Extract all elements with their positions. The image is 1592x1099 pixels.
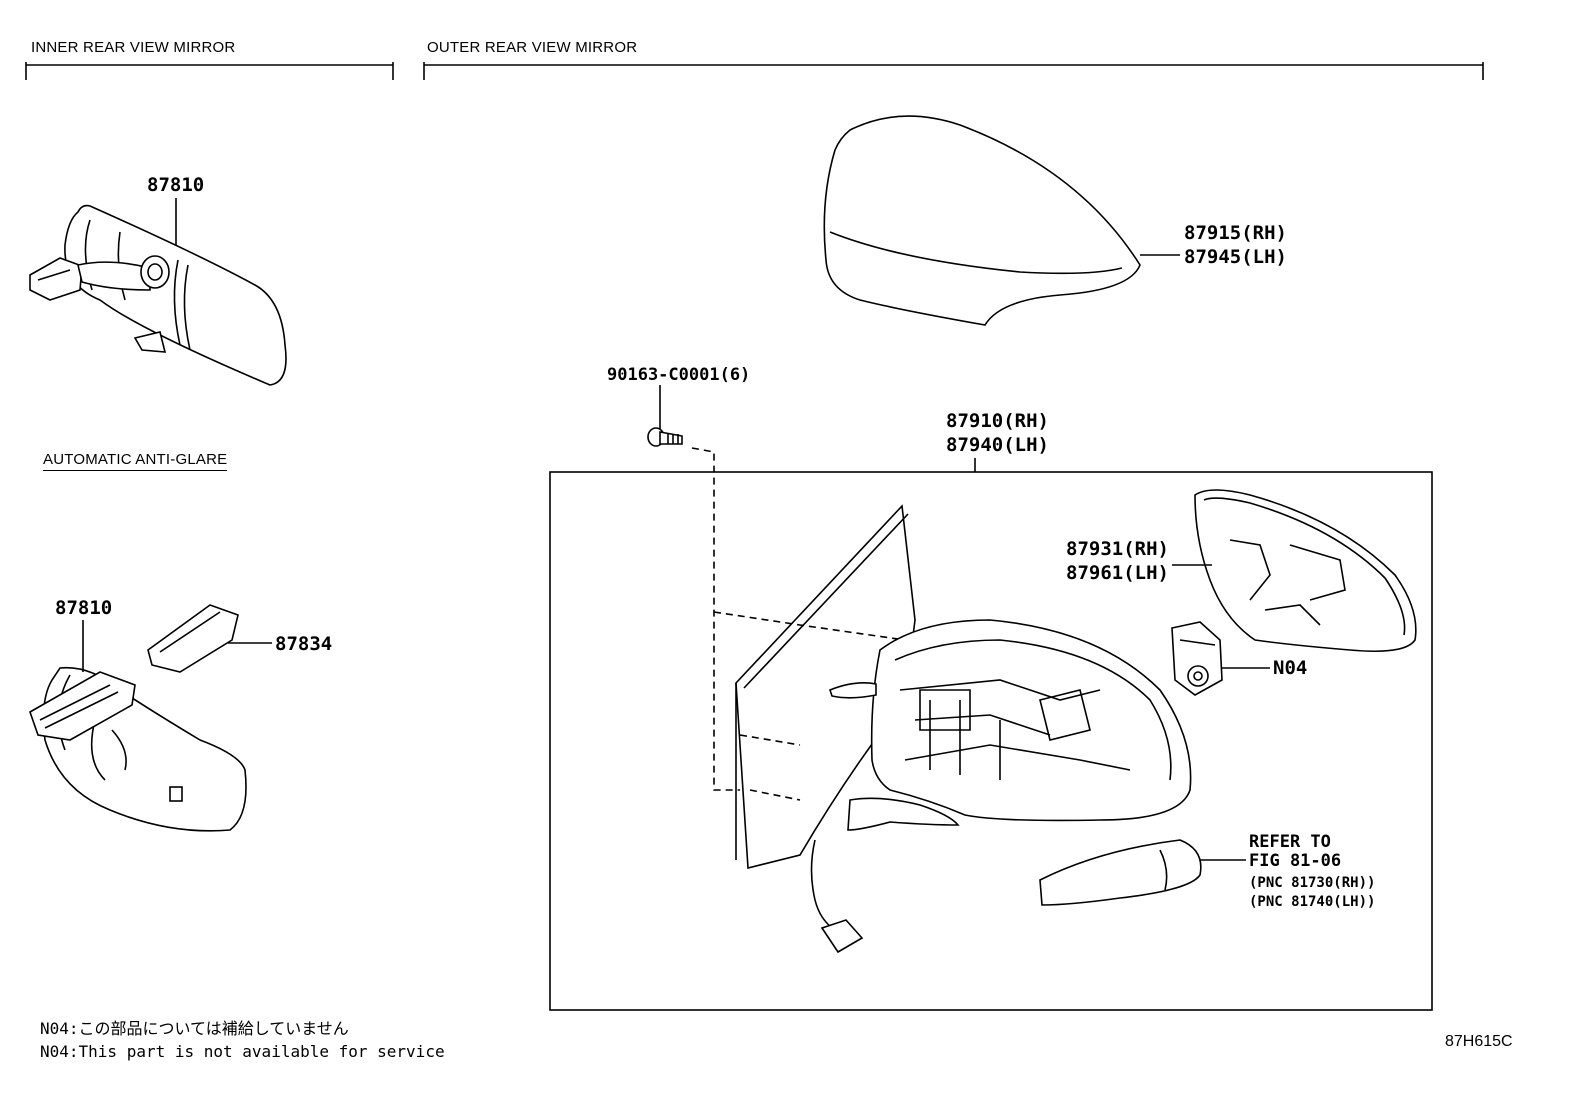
outer-assy-frame — [549, 458, 1433, 1011]
mirror-cover-drawing — [823, 115, 1180, 326]
section-title-outer: OUTER REAR VIEW MIRROR — [427, 39, 638, 56]
refer-pnc-rh: (PNC 81730(RH)) — [1249, 875, 1376, 891]
diagram-code: 87H615C — [1445, 1033, 1513, 1050]
note-japanese: N04:この部品については補給していません — [40, 1019, 349, 1038]
refer-to-label: REFER TO — [1249, 832, 1331, 852]
outer-section-bracket — [423, 62, 1484, 80]
part-number-n04: N04 — [1273, 657, 1308, 679]
anti-glare-mirror-drawing — [29, 604, 272, 832]
part-number-87910-rh: 87910(RH) — [946, 410, 1049, 432]
inner-mirror-drawing — [29, 198, 287, 386]
part-number-87810-anti-glare: 87810 — [55, 597, 113, 619]
part-number-87810-inner: 87810 — [147, 174, 205, 196]
part-number-87931-rh: 87931(RH) — [1066, 538, 1169, 560]
part-number-90163-c0001: 90163-C0001(6) — [607, 365, 751, 385]
inner-section-bracket — [25, 62, 394, 80]
section-title-anti-glare: AUTOMATIC ANTI-GLARE — [43, 451, 228, 471]
turn-signal-lamp-drawing — [1039, 839, 1246, 906]
part-number-87915-rh: 87915(RH) — [1184, 222, 1287, 244]
note-english: N04:This part is not available for servi… — [40, 1042, 445, 1061]
screw-drawing — [647, 385, 740, 791]
n04-part-drawing — [1171, 621, 1270, 696]
part-number-87940-lh: 87940(LH) — [946, 434, 1049, 456]
refer-fig-label: FIG 81-06 — [1249, 851, 1342, 871]
part-number-87961-lh: 87961(LH) — [1066, 562, 1169, 584]
part-number-87834: 87834 — [275, 633, 333, 655]
section-title-inner: INNER REAR VIEW MIRROR — [31, 39, 236, 56]
mirror-glass-rh-drawing — [1172, 489, 1417, 653]
mirror-housing-drawing — [810, 619, 1192, 954]
refer-pnc-lh: (PNC 81740(LH)) — [1249, 894, 1376, 910]
part-number-87945-lh: 87945(LH) — [1184, 246, 1287, 268]
